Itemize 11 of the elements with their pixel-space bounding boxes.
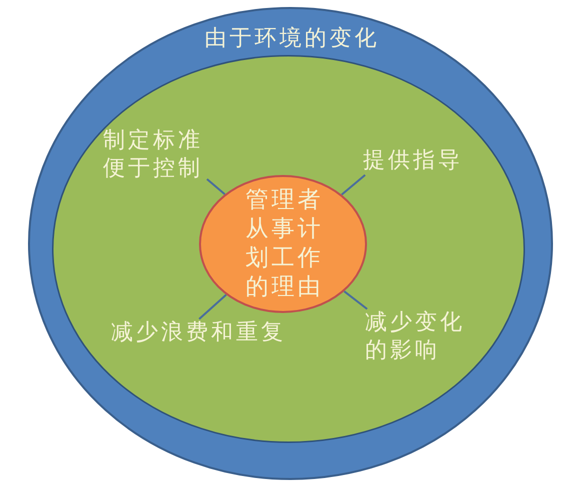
reason-text: 提供指导 [363, 147, 467, 175]
leader-line [344, 290, 368, 310]
leader-line [198, 294, 227, 320]
reason-text: 减少浪费和重复 [111, 319, 291, 347]
reason-text: 减少变化的影响 [365, 309, 469, 365]
outer-ellipse [28, 7, 553, 480]
ring-label: 由于环境的变化 [204, 25, 380, 53]
center-ellipse: 管理者从事计划工作的理由 [199, 175, 367, 313]
leader-line [206, 178, 226, 196]
inner-ellipse [52, 55, 525, 443]
leader-line [341, 174, 366, 196]
